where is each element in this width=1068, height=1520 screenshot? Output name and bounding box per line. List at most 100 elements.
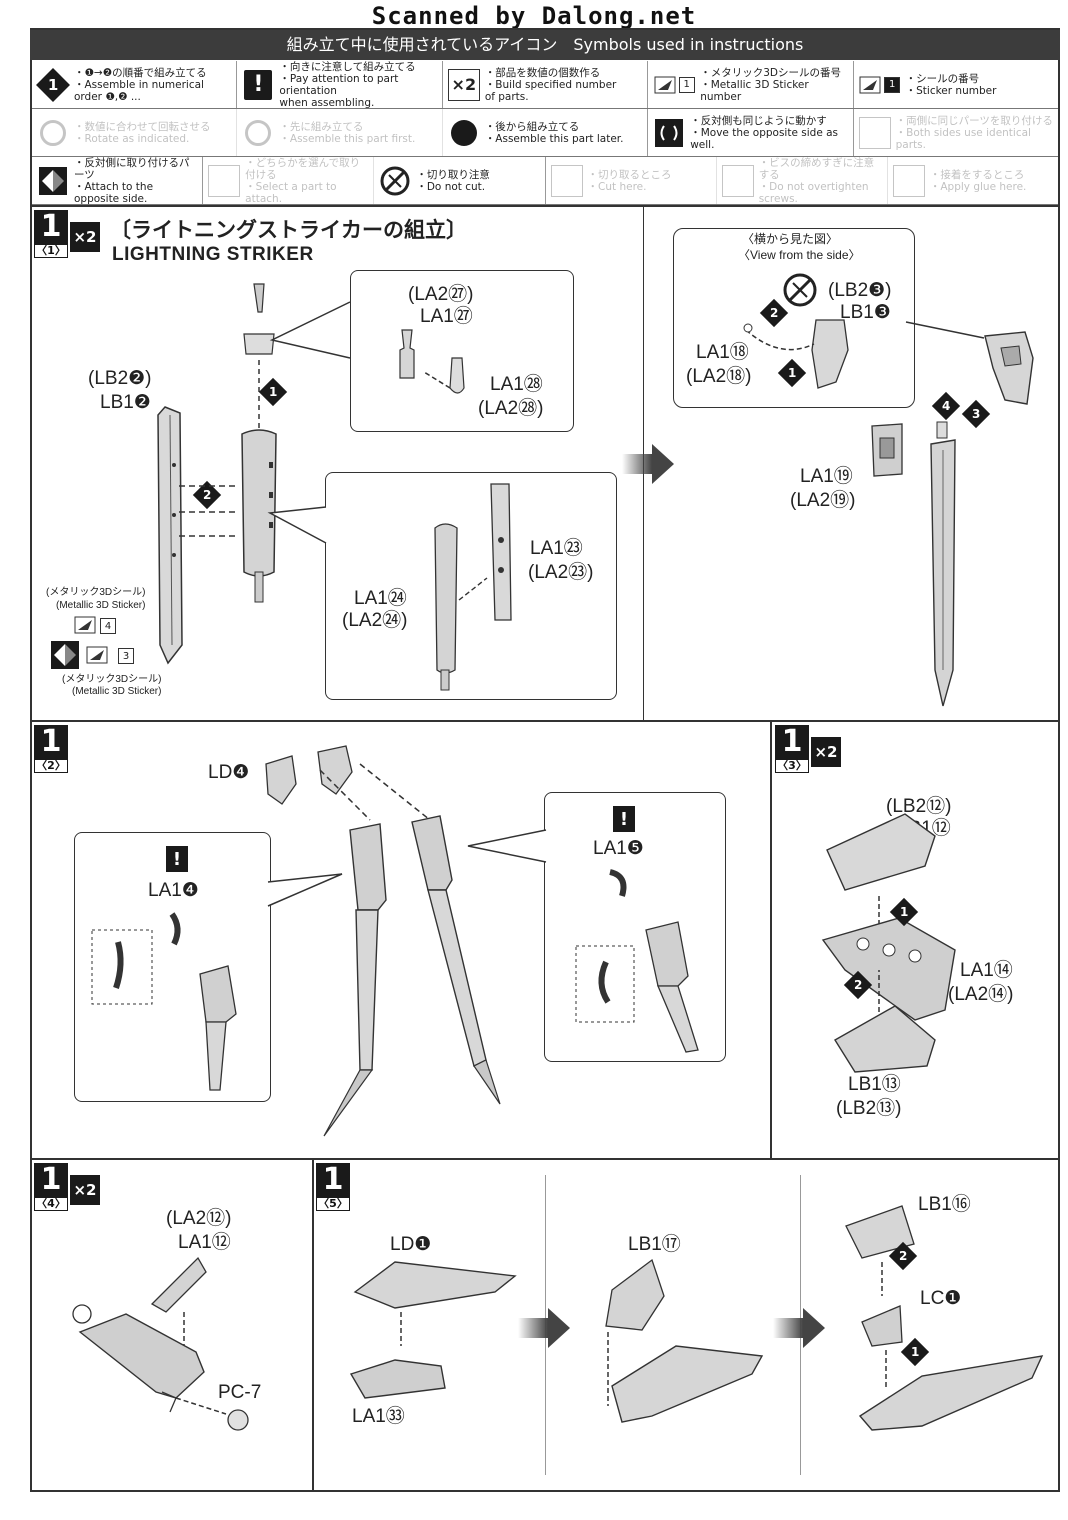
label-la1-23: LA1㉓: [530, 538, 583, 559]
legend-build-multiple: ×2 ・部品を数値の個数作る ・Build specified number o…: [443, 61, 649, 108]
divider-row-3: [30, 1158, 1060, 1160]
apply-glue-icon: [892, 164, 925, 197]
label-la1-12: LA1⑫: [178, 1232, 231, 1253]
label-lc1: LC❶: [920, 1288, 962, 1309]
label-pc7: PC-7: [218, 1382, 262, 1403]
callout-la23-la24: [325, 472, 617, 700]
label-lb1-3: LB1❸: [840, 302, 891, 323]
label-la1-28: LA1㉘: [490, 374, 543, 395]
next-step-arrow: [773, 1308, 825, 1348]
legend-sticker-number: 1 ・シールの番号 ・Sticker number: [854, 61, 1058, 108]
step-1-times-badge: ×2: [70, 222, 100, 252]
callout-la27-la28: [350, 270, 574, 432]
label-lb2-13: (LB2⑬): [836, 1098, 902, 1119]
legend-row-3: ・反対側に取り付けるパーツ ・Attach to the opposite si…: [32, 157, 1058, 205]
assemble-order-icon: 1: [36, 67, 70, 102]
legend-move-opposite: ・反対側も同じように動かす ・Move the opposite side as…: [648, 109, 854, 156]
la1-5-parts: [575, 869, 699, 1053]
sticker-label-jp-b: (メタリック3Dシール): [62, 674, 162, 685]
callout-pointer: [905, 321, 985, 339]
step-3-badge: 1〈3〉: [775, 725, 809, 773]
legend-opposite-side: ・反対側に取り付けるパーツ ・Attach to the opposite si…: [32, 157, 204, 204]
select-part-icon: [208, 164, 241, 197]
opposite-side-icon: [51, 641, 79, 669]
legend-identical-parts: ・両側に同じパーツを取り付ける ・Both sides use identica…: [854, 109, 1058, 156]
sticker-number-3: 3: [118, 648, 134, 664]
label-la1-27: LA1㉗: [420, 306, 473, 327]
side-view-title-en: 〈View from the side〉: [738, 248, 861, 262]
legend-metallic-sticker: 1 ・メタリック3Dシールの番号 ・Metallic 3D Sticker nu…: [648, 61, 854, 108]
striker-pair-parts: [319, 763, 501, 1137]
label-la2-23: (LA2㉓): [528, 562, 594, 583]
divider-legend: [30, 205, 1060, 207]
label-ld4: LD❹: [208, 762, 250, 783]
label-lb1-16: LB1⑯: [918, 1194, 971, 1215]
do-not-cut-icon: [783, 273, 817, 307]
label-lb1-2: LB1❷: [100, 392, 151, 413]
legend-assemble-later: ・後から組み立てる ・Assemble this part later.: [443, 109, 649, 156]
divider-row-2: [30, 720, 1060, 722]
la27-la28-parts: [399, 329, 465, 394]
sticker-label-en-b: (Metallic 3D Sticker): [72, 686, 162, 697]
label-la2-24: (LA2㉔): [342, 610, 408, 631]
metallic-sticker-icon: [654, 76, 676, 93]
rotate-icon: [40, 119, 66, 146]
legend-do-not-cut: ・切り取り注意 ・Do not cut.: [374, 157, 546, 204]
callout-pointer: [267, 873, 343, 907]
legend-apply-glue: ・接着をするところ ・Apply glue here.: [888, 157, 1058, 204]
legend-title: 組み立て中に使用されているアイコン Symbols used in instru…: [30, 30, 1060, 60]
step-5c-parts: [845, 1205, 1044, 1431]
callout-pointer: [267, 506, 327, 544]
callout-la1-4: [74, 832, 271, 1102]
callout-la1-5: [544, 792, 726, 1062]
lightning-striker-blade: [930, 421, 956, 707]
legend-row-1: 1 ・❶→❷の順番で組み立てる ・Assemble in numerical o…: [32, 61, 1058, 109]
orientation-warning-icon: !: [244, 69, 273, 100]
step-5a-parts: [349, 1261, 517, 1399]
legend-rotate: ・数値に合わせて回転させる ・Rotate as indicated.: [32, 109, 238, 156]
cut-here-icon: [550, 164, 583, 197]
assemble-first-icon: [245, 119, 272, 146]
sticker-number-4: 4: [100, 618, 116, 634]
callout-pointer: [467, 829, 547, 863]
label-lb1-13: LB1⑬: [848, 1074, 901, 1095]
legend-assemble-order: 1 ・❶→❷の順番で組み立てる ・Assemble in numerical o…: [32, 61, 238, 108]
la19-part: [871, 423, 903, 477]
label-la1-14: LA1⑭: [960, 960, 1013, 981]
step-4-badge: 1〈4〉: [34, 1163, 68, 1211]
label-lb2-3: (LB2❸): [828, 280, 892, 301]
no-overtighten-icon: [721, 164, 754, 197]
label-la1-5: LA1❺: [593, 838, 644, 859]
step-1-badge: 1〈1〉: [34, 210, 68, 258]
divider-step4-5: [312, 1160, 314, 1492]
la1-4-parts: [91, 912, 237, 1091]
step-4-parts: [72, 1256, 249, 1431]
label-la1-19: LA1⑲: [800, 466, 853, 487]
step-4-times-badge: ×2: [70, 1175, 100, 1205]
label-la1-18: LA1⑱: [696, 342, 749, 363]
label-la2-18: (LA2⑱): [686, 366, 752, 387]
label-la2-14: (LA2⑭): [948, 984, 1014, 1005]
label-la1-33: LA1㉝: [352, 1406, 405, 1427]
label-la2-12: (LA2⑫): [166, 1208, 232, 1229]
metallic-sticker-icon: [74, 616, 96, 634]
orientation-warning-icon: !: [613, 806, 635, 832]
label-la2-19: (LA2⑲): [790, 490, 856, 511]
label-ld1: LD❶: [390, 1234, 432, 1255]
callout-pointer: [269, 301, 351, 359]
step-2-badge: 1〈2〉: [34, 725, 68, 773]
striker-head-part: [984, 331, 1034, 405]
step-1-title-en: LIGHTNING STRIKER: [112, 244, 314, 265]
ld4-part: [265, 745, 353, 805]
side-view-title-jp: 〈横から見た図〉: [742, 232, 839, 246]
label-la2-27: (LA2㉗): [408, 284, 474, 305]
legend-no-overtighten: ・ビスの締めすぎに注意する ・Do not overtighten screws…: [717, 157, 888, 204]
legend-cut-here: ・切り取るところ ・Cut here.: [546, 157, 717, 204]
sticker-label-en-a: (Metallic 3D Sticker): [56, 600, 146, 611]
identical-parts-icon: [858, 116, 891, 149]
move-opposite-icon: [655, 118, 684, 147]
next-step-arrow: [518, 1308, 570, 1348]
label-la1-4: LA1❹: [148, 880, 199, 901]
lb-blade-part: [157, 406, 183, 665]
step-1-title-jp: 〔ライトニングストライカーの組立〕: [110, 218, 467, 242]
